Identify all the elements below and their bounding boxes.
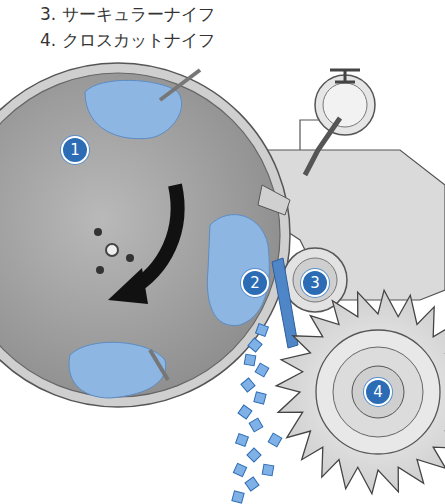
callout-number: 3: [310, 276, 320, 291]
cut-chip: [245, 477, 259, 491]
gauge-arm: [305, 118, 340, 175]
drum: [0, 73, 280, 397]
circular-knife-core: [293, 258, 337, 302]
cut-chip: [254, 392, 266, 404]
callout-number: 1: [70, 143, 80, 158]
cut-chip: [249, 418, 263, 432]
cut-chip: [248, 338, 262, 352]
callout-circle: 3: [301, 269, 329, 297]
part-name: 3. サーキュラーナイフ: [40, 4, 215, 24]
cut-chip: [247, 448, 261, 462]
cut-chip: [238, 405, 252, 419]
cut-chip: [255, 363, 269, 377]
callout-circle: 1: [61, 136, 89, 164]
cut-chip: [256, 324, 269, 337]
drum-paddle: [150, 350, 168, 380]
cut-chip: [236, 434, 249, 447]
cut-chip: [244, 354, 256, 366]
callout-circle: 2: [241, 269, 269, 297]
cut-chip: [233, 463, 246, 476]
bolt: [96, 266, 104, 274]
callout-number: 4: [373, 385, 383, 400]
material-blob: [207, 215, 269, 326]
bolt: [126, 254, 134, 262]
cut-chip: [232, 491, 244, 503]
knife-strip: [272, 258, 298, 348]
gauge: [315, 75, 375, 135]
cut-chip: [262, 464, 274, 476]
bracket: [258, 185, 290, 215]
gauge-face: [323, 83, 367, 127]
gear-ring: [316, 330, 440, 454]
part-name: 4. クロスカットナイフ: [40, 30, 215, 50]
callout-number: 2: [250, 276, 260, 291]
drum-paddle: [160, 70, 200, 100]
circular-knife: [283, 248, 347, 312]
gauge-screw: [330, 70, 360, 82]
cross-cut-knife: [276, 290, 445, 494]
bolt: [94, 228, 102, 236]
material-blob: [85, 80, 182, 138]
rotation-arrow-head: [108, 268, 148, 304]
drum-hub: [106, 244, 118, 256]
cut-chip: [241, 378, 255, 392]
drum-rim: [0, 63, 290, 407]
callout-circle: 4: [364, 378, 392, 406]
chip-group: [232, 324, 282, 504]
cut-chip: [268, 433, 282, 447]
gear-ring: [333, 347, 423, 437]
gear-hub: [352, 366, 404, 418]
